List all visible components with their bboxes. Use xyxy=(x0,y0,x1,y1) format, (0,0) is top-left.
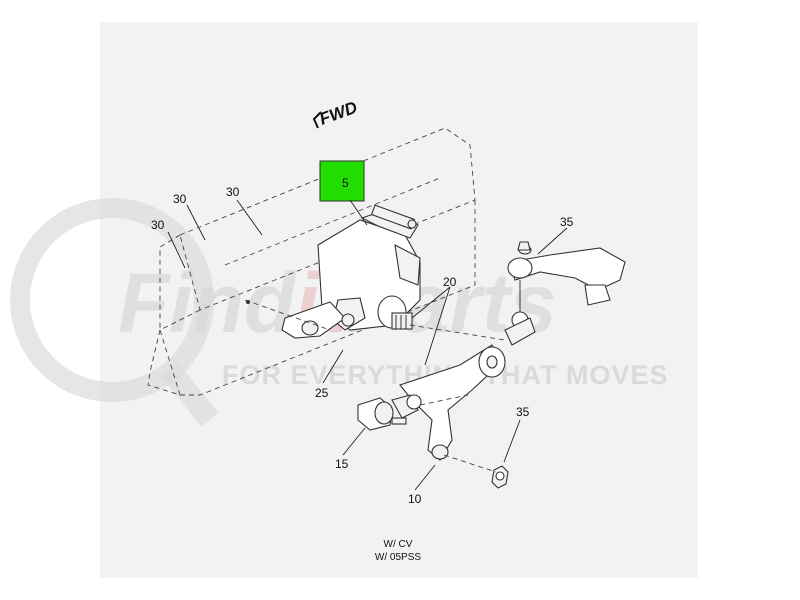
callout-25-label[interactable]: 25 xyxy=(315,386,329,400)
callout-35-label[interactable]: 35 xyxy=(560,215,574,229)
callout-5-label[interactable]: 5 xyxy=(342,176,349,190)
diagram-notes: W/ CV W/ 05PSS xyxy=(375,539,421,563)
callout-30-label[interactable]: 30 xyxy=(226,185,240,199)
lower-control-arm xyxy=(399,317,536,461)
note-line-1: W/ CV xyxy=(384,539,413,550)
fwd-arrow-icon xyxy=(312,111,322,129)
callouts: 5 30 30 30 35 20 25 35 15 10 xyxy=(151,176,574,506)
note-line-2: W/ 05PSS xyxy=(375,552,421,563)
fwd-indicator: FWD xyxy=(312,98,360,129)
callout-30-label[interactable]: 30 xyxy=(151,218,165,232)
callout-20-label[interactable]: 20 xyxy=(443,275,457,289)
bushing-assembly xyxy=(357,394,422,431)
callout-30-label[interactable]: 30 xyxy=(173,192,187,206)
fwd-label: FWD xyxy=(317,98,360,129)
pitman-arm xyxy=(281,301,355,339)
callout-5-highlight[interactable] xyxy=(319,160,365,202)
callout-10-label[interactable]: 10 xyxy=(408,492,422,506)
callout-35-label[interactable]: 35 xyxy=(516,405,530,419)
watermark-brand-part1: Find xyxy=(118,256,297,350)
leader-lines xyxy=(167,199,568,491)
assembly-lines xyxy=(244,299,506,473)
nut xyxy=(491,465,509,489)
frame-rail xyxy=(147,127,476,396)
steering-gear xyxy=(317,204,421,331)
callout-15-label[interactable]: 15 xyxy=(335,457,349,471)
watermark-ring-icon xyxy=(10,198,214,402)
